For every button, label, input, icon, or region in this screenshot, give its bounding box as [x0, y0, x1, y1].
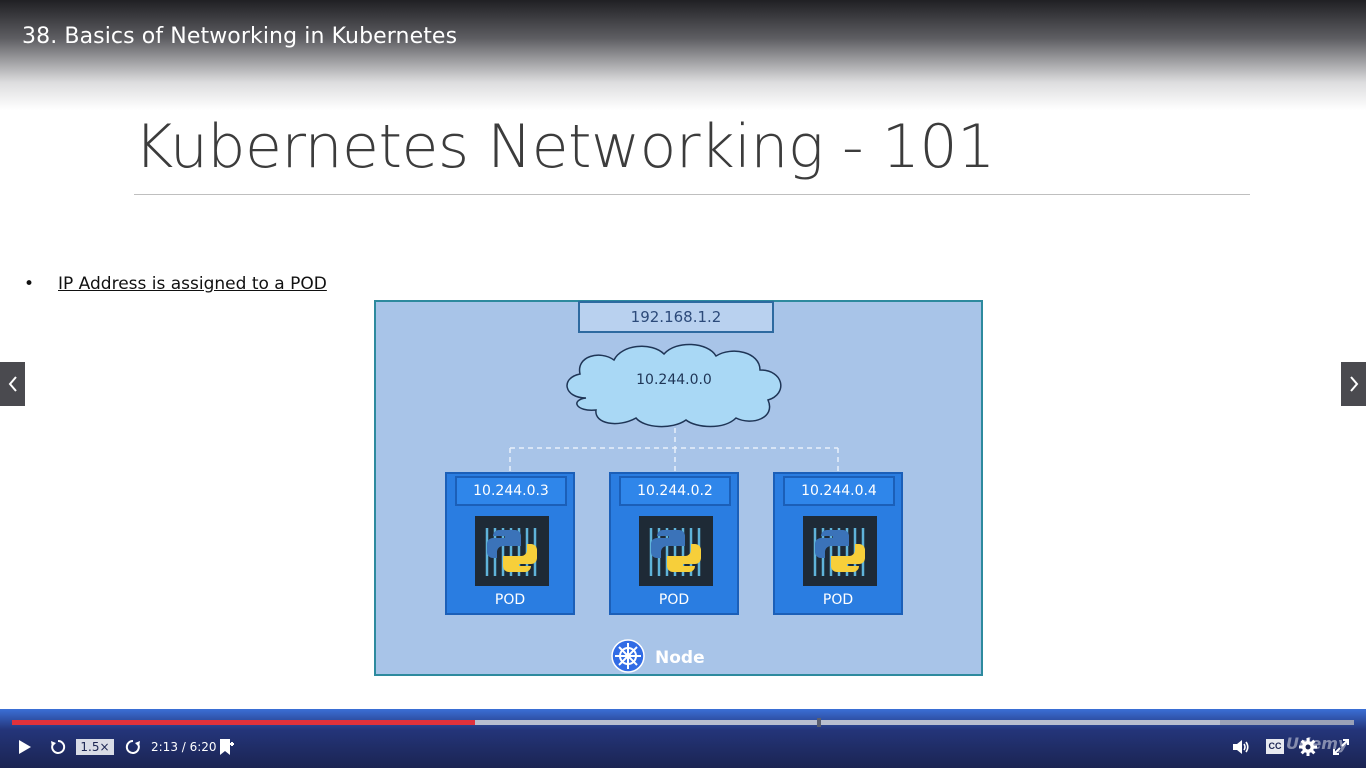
python-container-icon	[475, 516, 549, 586]
progress-marker	[817, 718, 821, 727]
node-label: Node	[655, 648, 705, 668]
pod-3: 10.244.0.4 POD	[773, 472, 903, 615]
time-display: 2:13 / 6:20	[151, 740, 217, 754]
chevron-left-icon	[8, 376, 17, 392]
next-lecture-button[interactable]	[1341, 362, 1366, 406]
volume-icon	[1233, 740, 1249, 754]
play-button[interactable]	[14, 737, 36, 757]
kubernetes-icon	[611, 639, 645, 673]
chevron-right-icon	[1349, 376, 1358, 392]
network-cidr-label: 10.244.0.0	[636, 372, 712, 388]
play-icon	[19, 740, 31, 754]
progress-played	[12, 720, 475, 725]
lecture-title: 38. Basics of Networking in Kubernetes	[22, 24, 458, 49]
pod-label: POD	[494, 592, 526, 608]
forward-button[interactable]	[123, 737, 143, 757]
add-bookmark-button[interactable]	[216, 737, 236, 757]
gear-icon	[1299, 738, 1317, 756]
rewind-icon	[51, 739, 66, 754]
add-bookmark-icon	[220, 739, 234, 755]
rewind-button[interactable]	[48, 737, 68, 757]
python-container-icon	[639, 516, 713, 586]
pod-2: 10.244.0.2 POD	[609, 472, 739, 615]
title-divider	[134, 194, 1250, 195]
settings-button[interactable]	[1298, 737, 1318, 757]
pod-label: POD	[822, 592, 854, 608]
volume-button[interactable]	[1231, 737, 1251, 757]
pod-ip-label: 10.244.0.3	[455, 476, 567, 506]
pod-label: POD	[658, 592, 690, 608]
node-ip-label: 192.168.1.2	[578, 301, 774, 333]
pod-ip-label: 10.244.0.2	[619, 476, 731, 506]
previous-lecture-button[interactable]	[0, 362, 25, 406]
forward-icon	[125, 739, 140, 754]
bullet-marker: •	[24, 274, 35, 294]
captions-button[interactable]: CC	[1266, 739, 1284, 754]
slide-title: Kubernetes Networking - 101	[134, 112, 995, 182]
title-overlay	[0, 0, 1366, 110]
fullscreen-icon	[1333, 739, 1349, 755]
progress-buffered	[12, 720, 1220, 725]
player-control-bar	[0, 709, 1366, 768]
bullet-text: IP Address is assigned to a POD	[58, 274, 327, 294]
playback-speed-button[interactable]: 1.5×	[76, 739, 114, 755]
python-container-icon	[803, 516, 877, 586]
pod-ip-label: 10.244.0.4	[783, 476, 895, 506]
network-cloud	[566, 343, 782, 428]
fullscreen-button[interactable]	[1330, 737, 1352, 757]
pod-1: 10.244.0.3 POD	[445, 472, 575, 615]
